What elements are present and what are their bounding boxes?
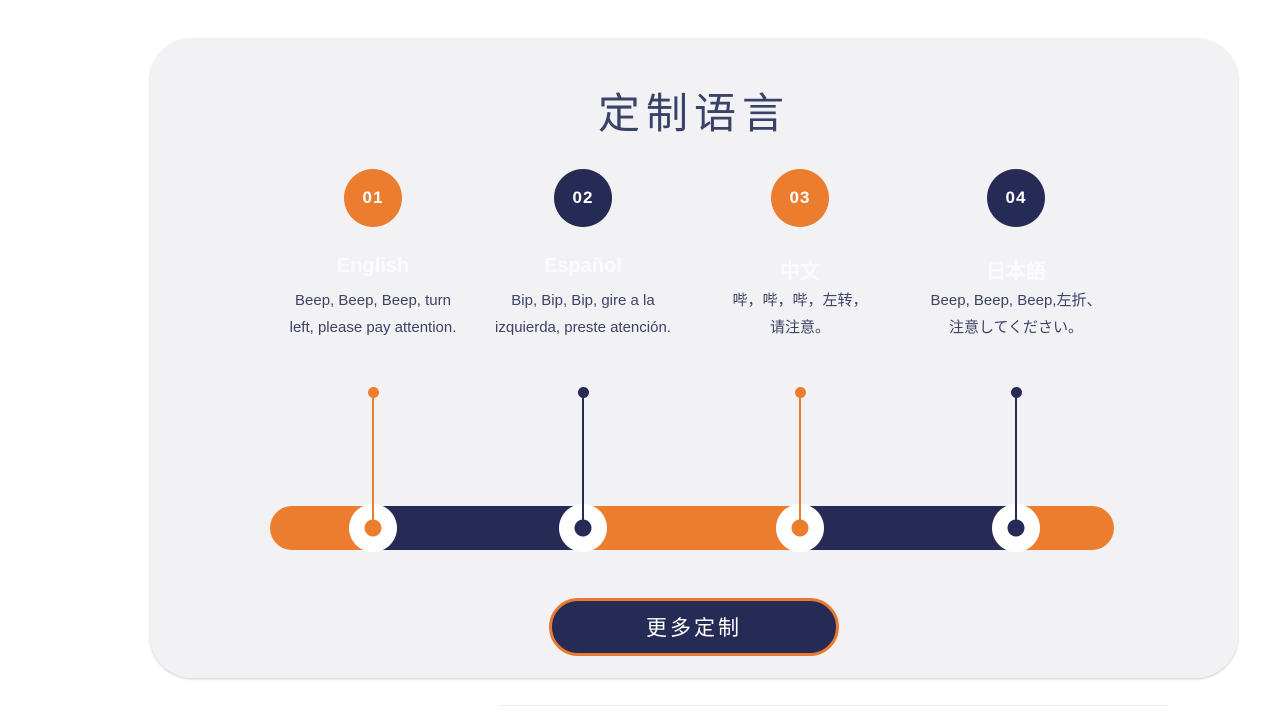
connector-dot xyxy=(795,387,806,398)
description-line: 注意してください。 xyxy=(948,319,1084,336)
language-step-1: 01 English Beep, Beep, Beep, turn left, … xyxy=(265,169,481,341)
step-description: Beep, Beep, Beep,左折、 注意してください。 xyxy=(908,287,1124,341)
timeline-bar xyxy=(270,504,1114,552)
language-step-4: 04 日本語 Beep, Beep, Beep,左折、 注意してください。 xyxy=(908,169,1124,341)
timeline-segment-navy xyxy=(373,506,583,550)
description-line: 哔，哔，哔，左转， xyxy=(732,292,868,309)
step-number: 02 xyxy=(572,188,594,207)
language-name-label: English xyxy=(336,255,410,277)
step-number-badge: 01 xyxy=(344,169,402,227)
connector-dot xyxy=(368,387,379,398)
step-number: 04 xyxy=(1005,188,1027,207)
connector-line xyxy=(372,396,374,528)
language-name-label: Español xyxy=(544,255,622,277)
connector-line xyxy=(582,396,584,528)
timeline-node-dot xyxy=(791,519,809,537)
timeline-node-dot xyxy=(364,519,382,537)
timeline-node-dot xyxy=(574,519,592,537)
description-line: 请注意。 xyxy=(769,319,830,336)
description-line: Bip, Bip, Bip, gire a la xyxy=(511,292,655,309)
connector-dot xyxy=(1011,387,1022,398)
more-customize-button[interactable]: 更多定制 xyxy=(549,598,839,656)
timeline-node-dot xyxy=(1007,519,1025,537)
bottom-hairline xyxy=(500,705,1168,706)
timeline-node xyxy=(559,504,607,552)
connector-line xyxy=(799,396,801,528)
step-description: Beep, Beep, Beep, turn left, please pay … xyxy=(265,287,481,341)
connector-line xyxy=(1015,396,1017,528)
language-step-2: 02 Español Bip, Bip, Bip, gire a la izqu… xyxy=(475,169,691,341)
step-number: 01 xyxy=(362,188,384,207)
step-number-badge: 03 xyxy=(771,169,829,227)
language-step-3: 03 中文 哔，哔，哔，左转， 请注意。 xyxy=(692,169,908,341)
language-name-label: 中文 xyxy=(780,261,820,283)
panel-title: 定制语言 xyxy=(597,90,790,137)
description-line: Beep, Beep, Beep, turn xyxy=(295,292,451,309)
timeline-segment-navy xyxy=(800,506,1016,550)
step-number-badge: 04 xyxy=(987,169,1045,227)
description-line: Beep, Beep, Beep,左折、 xyxy=(930,292,1102,309)
language-name-label: 日本語 xyxy=(986,261,1046,283)
description-line: left, please pay attention. xyxy=(289,319,457,336)
step-number-badge: 02 xyxy=(554,169,612,227)
step-number: 03 xyxy=(789,188,811,207)
description-line: izquierda, preste atención. xyxy=(495,319,671,336)
customize-language-panel: 定制语言 01 English Beep, Beep, Beep, turn l… xyxy=(150,38,1238,678)
step-description: Bip, Bip, Bip, gire a la izquierda, pres… xyxy=(475,287,691,341)
step-description: 哔，哔，哔，左转， 请注意。 xyxy=(692,287,908,341)
connector-dot xyxy=(578,387,589,398)
